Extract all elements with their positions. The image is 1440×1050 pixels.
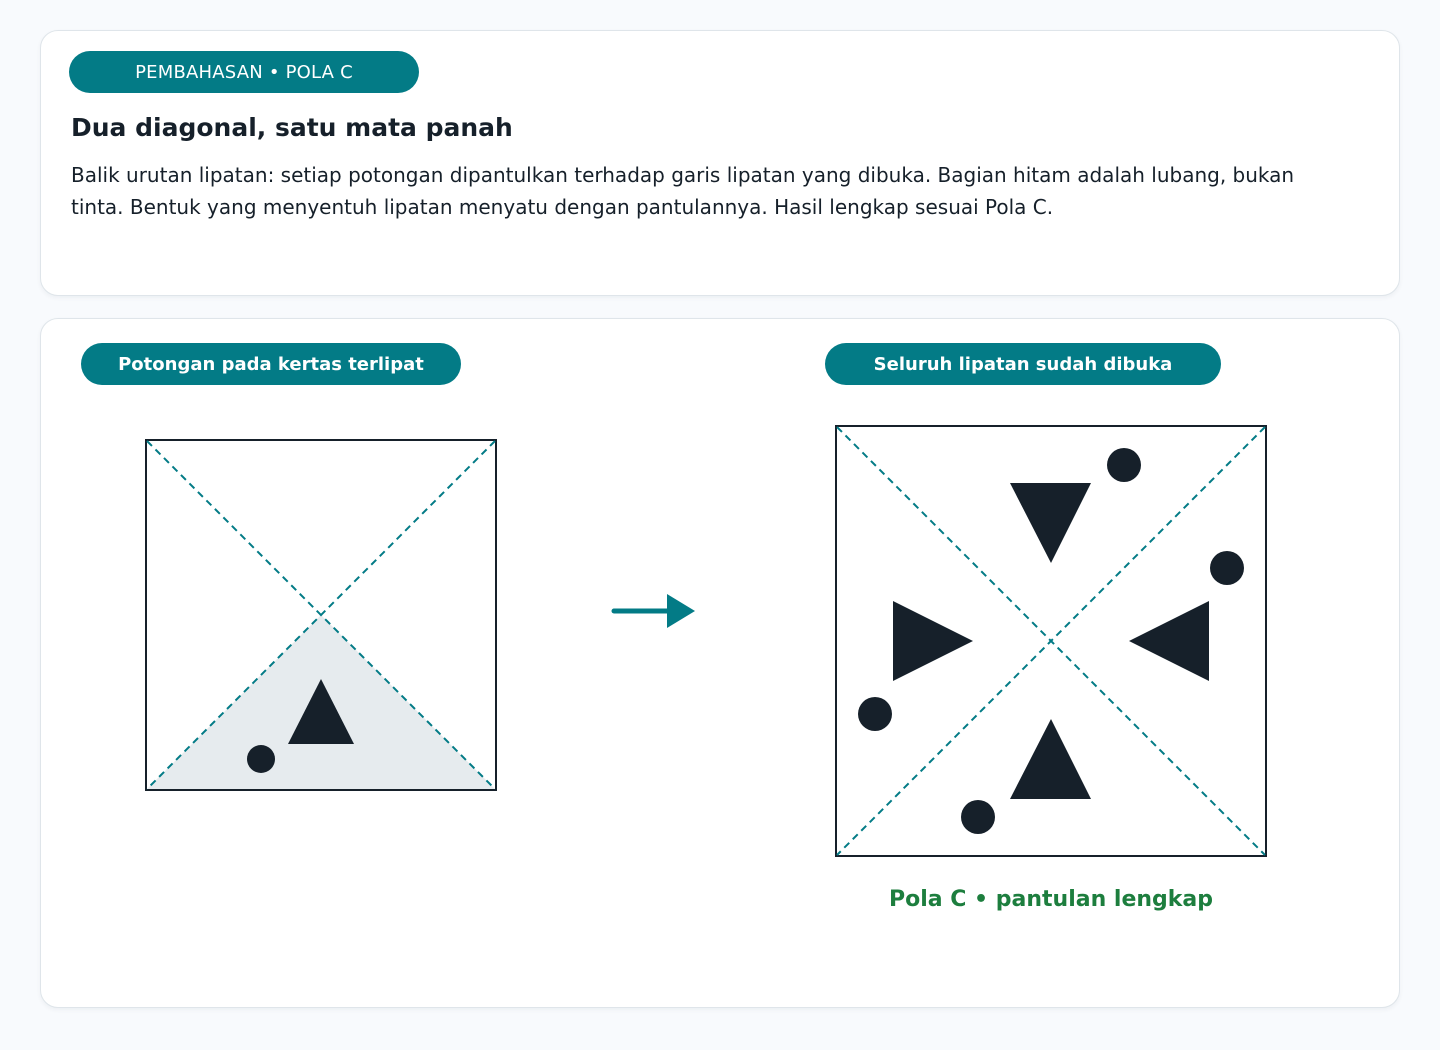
hole-triangle-bottom xyxy=(1010,719,1091,799)
folded-paper xyxy=(145,439,497,791)
cut-hole xyxy=(247,745,275,773)
fold-diagram xyxy=(145,425,1267,857)
unfolded-fold-line-diagonal-2 xyxy=(836,426,1266,856)
cut-triangle xyxy=(288,679,354,744)
hole-circle-bottom xyxy=(961,800,995,834)
hole-circle-right xyxy=(1210,551,1244,585)
hole-circle-top-right xyxy=(1107,448,1141,482)
hole-triangle-top xyxy=(1010,483,1091,563)
folded-paper-label: Potongan pada kertas terlipat xyxy=(81,343,461,385)
unfolded-paper-label: Seluruh lipatan sudah dibuka xyxy=(825,343,1221,385)
result-caption: Pola C • pantulan lengkap xyxy=(888,887,1214,912)
arrow-right-icon xyxy=(611,594,695,628)
hole-circle-left xyxy=(858,697,892,731)
hole-triangle-left xyxy=(893,601,973,681)
hole-triangle-right xyxy=(1129,601,1209,681)
section-badge: PEMBAHASAN • POLA C xyxy=(69,51,419,93)
explanation-card: PEMBAHASAN • POLA C Dua diagonal, satu m… xyxy=(40,30,1400,296)
fold-line-diagonal-2 xyxy=(146,440,496,790)
explanation-title: Dua diagonal, satu mata panah xyxy=(71,113,513,142)
explanation-text: Balik urutan lipatan: setiap potongan di… xyxy=(71,163,1295,219)
unfolded-paper xyxy=(835,425,1267,857)
diagram-card: Potongan pada kertas terlipat Seluruh li… xyxy=(40,318,1400,1008)
